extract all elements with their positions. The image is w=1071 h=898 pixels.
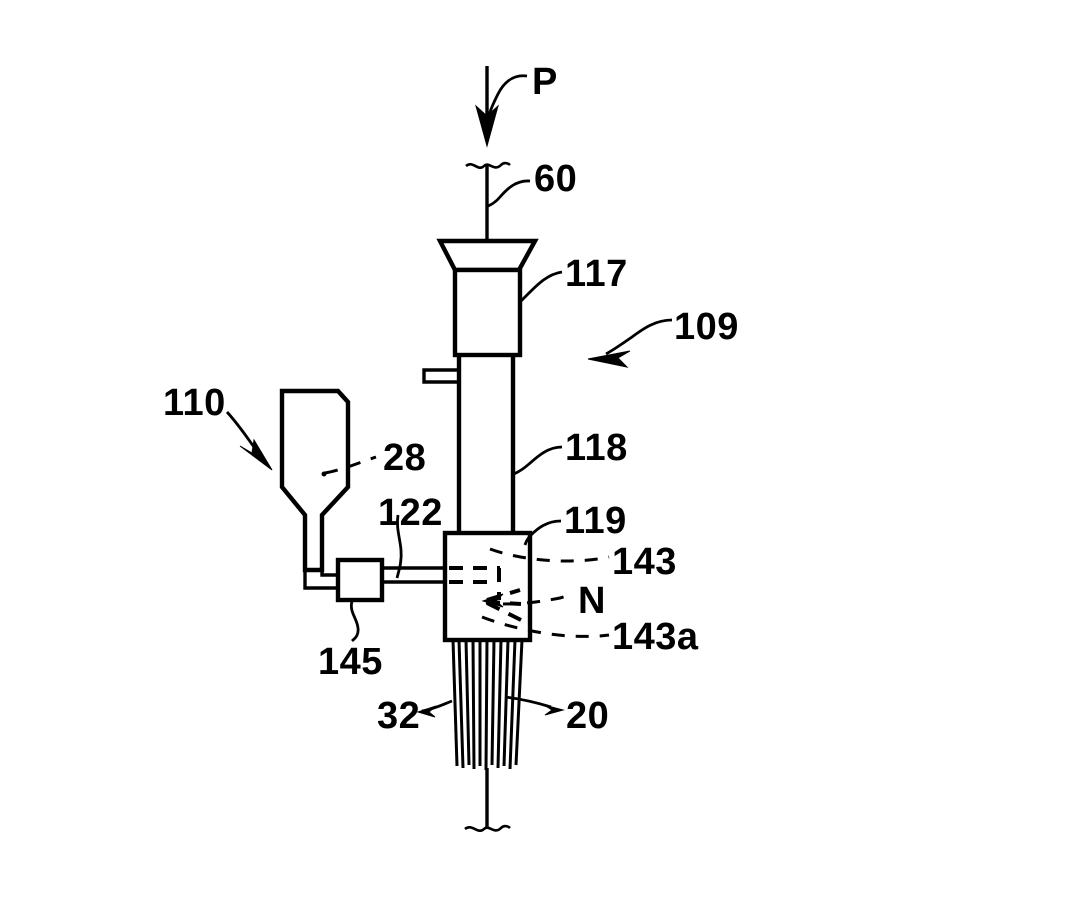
filament: [457, 639, 465, 769]
filament-leader-head: [416, 705, 437, 718]
fiber-bundle-group: [416, 639, 565, 832]
filament: [451, 639, 459, 767]
label-pressure-arrow: P: [532, 61, 558, 103]
channel-143a-leader: [481, 615, 610, 638]
pressure-arrow-leader: [487, 74, 528, 116]
filament: [484, 639, 489, 771]
plunger-rod-group: [465, 161, 531, 242]
channel-143-leader: [489, 547, 610, 563]
supply-pointer-head: [239, 438, 273, 471]
material-leader: [324, 455, 377, 475]
label-fiber-strand: 32: [377, 695, 421, 737]
barrel-side-port: [422, 368, 459, 384]
filament: [508, 639, 517, 770]
rod-leader: [487, 179, 531, 208]
filament: [464, 639, 471, 766]
hopper-outlet-pipe-outer: [303, 570, 338, 590]
die-internal-channels: [449, 547, 610, 638]
pump-rect: [335, 557, 385, 603]
label-material: 28: [383, 437, 427, 479]
assembly-pointer-head: [587, 350, 631, 368]
barrel-leader: [513, 445, 563, 476]
filament: [514, 639, 524, 766]
bundle-leader-head: [543, 704, 565, 716]
material-leader-dot: [321, 471, 327, 477]
label-channel: 143: [612, 541, 677, 583]
label-nozzle: N: [578, 580, 606, 622]
pump-group: [335, 557, 385, 643]
label-assembly: 109: [674, 306, 739, 348]
conduit-leader: [395, 514, 403, 579]
die-block-rect: [442, 530, 533, 643]
cylinder-head-group: [436, 238, 563, 358]
hopper-outline: [279, 388, 351, 573]
filament: [490, 639, 496, 766]
pressure-arrow-group: [475, 66, 528, 148]
filament: [502, 639, 510, 767]
hopper-feed-piping: [303, 570, 338, 590]
nozzle-leader: [502, 592, 575, 606]
die-block-leader: [523, 519, 562, 546]
label-channel-sub: 143a: [612, 616, 699, 658]
label-die-block: 119: [564, 500, 627, 542]
filament: [496, 639, 503, 769]
hopper-group: [279, 388, 377, 573]
nozzle-fan-lower: [486, 601, 522, 622]
assembly-pointer-group: [587, 318, 673, 368]
label-fiber-bundle: 20: [566, 695, 610, 737]
label-rod: 60: [534, 158, 578, 200]
label-hopper-assembly: 110: [163, 382, 226, 424]
strand-break-squiggle: [464, 824, 511, 832]
pump-leader: [349, 600, 360, 643]
label-cylinder-head: 117: [565, 253, 628, 295]
die-block-group: [442, 519, 562, 643]
cylinder-head-rect: [452, 267, 523, 358]
barrel-group: [422, 355, 563, 534]
funnel-trapezoid: [436, 238, 539, 273]
assembly-pointer-curve: [605, 318, 673, 356]
label-pump: 145: [318, 641, 383, 683]
pressure-arrow-head: [475, 104, 499, 148]
rod-break-squiggle: [465, 161, 511, 169]
hopper-outlet-pipe-inner: [320, 570, 338, 577]
filament: [471, 639, 476, 770]
nozzle-arrow-head: [481, 593, 504, 608]
supply-assembly-pointer-group: [225, 411, 273, 471]
label-barrel: 118: [565, 427, 628, 469]
label-conduit: 122: [378, 492, 443, 534]
cylinder-head-leader: [519, 270, 563, 303]
